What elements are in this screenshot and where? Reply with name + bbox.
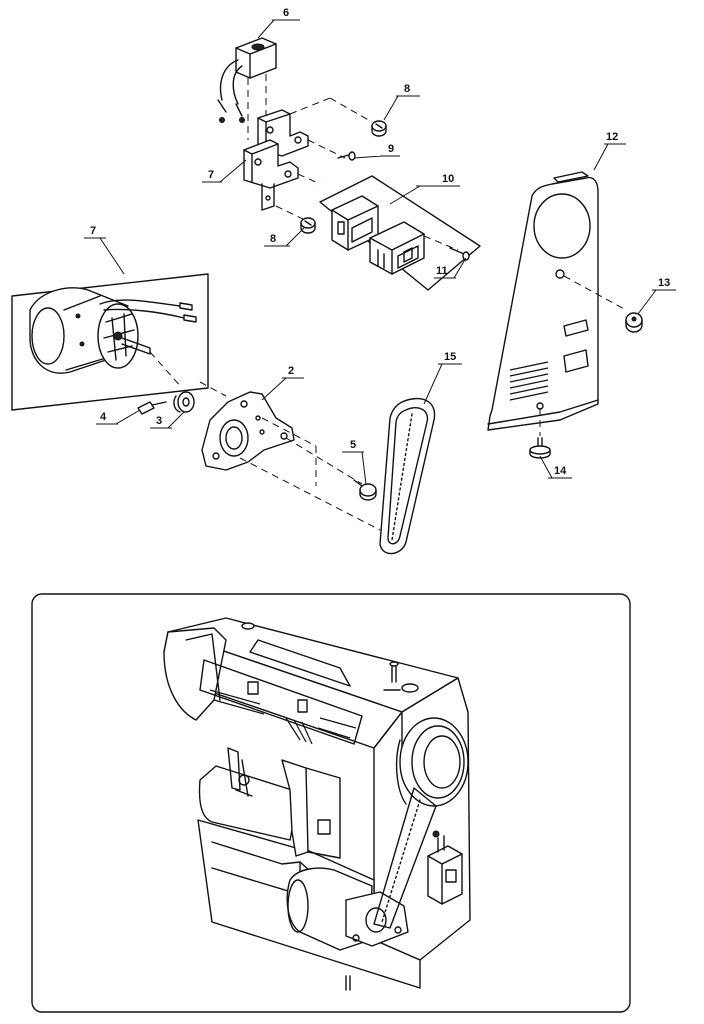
part-13-knob-screw <box>625 312 643 333</box>
callout-labels: 6 8 9 7 10 8 11 7 12 13 15 2 4 3 5 14 <box>90 7 670 477</box>
part-4-screw <box>137 401 167 415</box>
callout-4: 4 <box>100 411 107 423</box>
part-8-screw-lower <box>300 217 316 234</box>
part-5-screw <box>353 479 377 501</box>
part-6-connector-block <box>217 37 277 123</box>
part-12-side-cover <box>487 171 599 431</box>
callout-14: 14 <box>554 465 567 477</box>
callout-6: 6 <box>283 7 289 19</box>
assembled-machine-inset <box>31 593 631 1013</box>
part-14-foot-screw <box>529 437 551 459</box>
part-7-motor <box>11 273 209 411</box>
part-10-switch-assembly <box>319 175 481 291</box>
part-11-screw <box>449 247 470 261</box>
part-8-screw-top <box>371 120 387 137</box>
callout-leaders <box>84 19 676 485</box>
callout-9: 9 <box>388 143 394 155</box>
callout-7-upper: 7 <box>208 169 214 181</box>
callout-15: 15 <box>444 351 456 363</box>
callout-12: 12 <box>606 131 618 143</box>
callout-3: 3 <box>156 415 162 427</box>
callout-10: 10 <box>442 173 454 185</box>
callout-11: 11 <box>436 265 448 277</box>
callout-13: 13 <box>658 277 670 289</box>
part-3-pulley <box>173 391 195 413</box>
callout-8-top: 8 <box>404 83 410 95</box>
part-7-bracket-upper <box>243 109 309 211</box>
callout-5: 5 <box>350 439 356 451</box>
callout-7-motor: 7 <box>90 225 96 237</box>
callout-2: 2 <box>288 365 294 377</box>
part-2-mount-plate <box>201 391 295 471</box>
inset-frame <box>31 593 631 1013</box>
part-15-timing-belt <box>379 397 436 555</box>
part-9-screw <box>337 151 356 161</box>
callout-8-lower: 8 <box>270 233 276 245</box>
